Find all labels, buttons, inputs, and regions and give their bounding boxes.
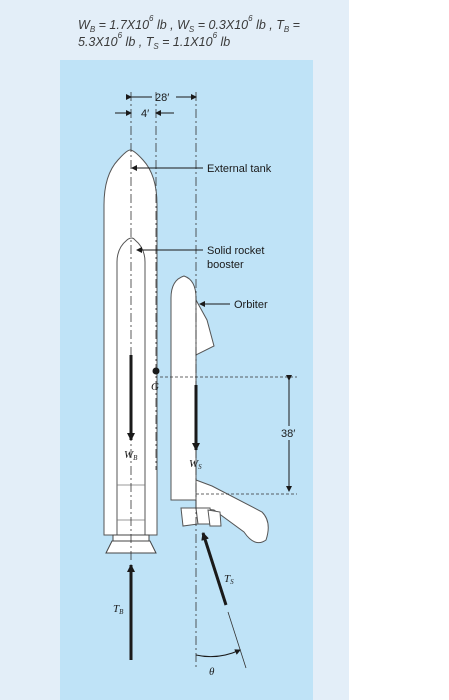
center-of-gravity-dot	[152, 367, 160, 375]
theta-arc	[195, 649, 241, 658]
ts-subscript: S	[153, 42, 159, 51]
orbiter-body	[170, 275, 197, 501]
tb-unit: lb ,	[122, 35, 146, 49]
ts-value: = 1.1X10	[158, 35, 213, 49]
tb-subscript: B	[283, 25, 290, 34]
ws-exponent: 6	[248, 14, 253, 23]
problem-line-1: WB = 1.7X106 lb , WS = 0.3X106 lb , TB =	[78, 10, 300, 38]
problem-line-2: 5.3X106 lb , TS = 1.1X106 lb	[78, 27, 230, 55]
right-margin-strip	[313, 60, 349, 700]
ws-symbol: W	[177, 18, 189, 32]
problem-statement: WB = 1.7X106 lb , WS = 0.3X106 lb , TB =…	[0, 0, 349, 60]
ts-line-of-action	[227, 611, 247, 669]
wb-symbol: W	[78, 18, 90, 32]
dim-38-label-bg	[281, 426, 297, 440]
tb-label: TB	[113, 603, 124, 616]
dim-38-label: 38′	[281, 428, 295, 440]
tb-value: 5.3X10	[78, 35, 118, 49]
tb-exponent: 6	[117, 31, 123, 40]
ts-symbol: T	[145, 35, 154, 49]
wb-unit: lb ,	[153, 18, 178, 32]
ws-subscript: S	[188, 25, 195, 34]
srb-label-line-2: booster	[207, 259, 244, 271]
wb-exponent: 6	[149, 14, 154, 23]
orbiter-label: Orbiter	[234, 299, 268, 311]
external-tank-label: External tank	[207, 163, 272, 175]
ts-arrow	[201, 532, 228, 606]
wb-label: WB	[124, 449, 138, 462]
ts-exponent: 6	[212, 31, 218, 40]
tb-equals: =	[289, 18, 300, 32]
dim-28-label: 28′	[155, 92, 169, 104]
srb-label-line-1: Solid rocket	[207, 245, 264, 257]
ts-label: TS	[224, 573, 234, 586]
orbiter-engine-3	[207, 509, 222, 527]
ws-label: WS	[189, 458, 202, 471]
ws-unit: lb ,	[252, 18, 277, 32]
ts-unit: lb	[217, 35, 231, 49]
orbiter-tail	[195, 479, 269, 544]
wb-subscript: B	[89, 25, 96, 34]
ws-value: = 0.3X10	[194, 18, 249, 32]
g-label: G	[151, 381, 159, 393]
dim-4-label: 4′	[141, 108, 149, 120]
wb-value: = 1.7X10	[95, 18, 150, 32]
left-margin-strip	[0, 60, 60, 700]
theta-label: θ	[209, 666, 215, 678]
orbiter-upper-wing	[195, 299, 215, 356]
tb-symbol: T	[276, 18, 284, 32]
orbiter-engine-1	[180, 507, 199, 527]
